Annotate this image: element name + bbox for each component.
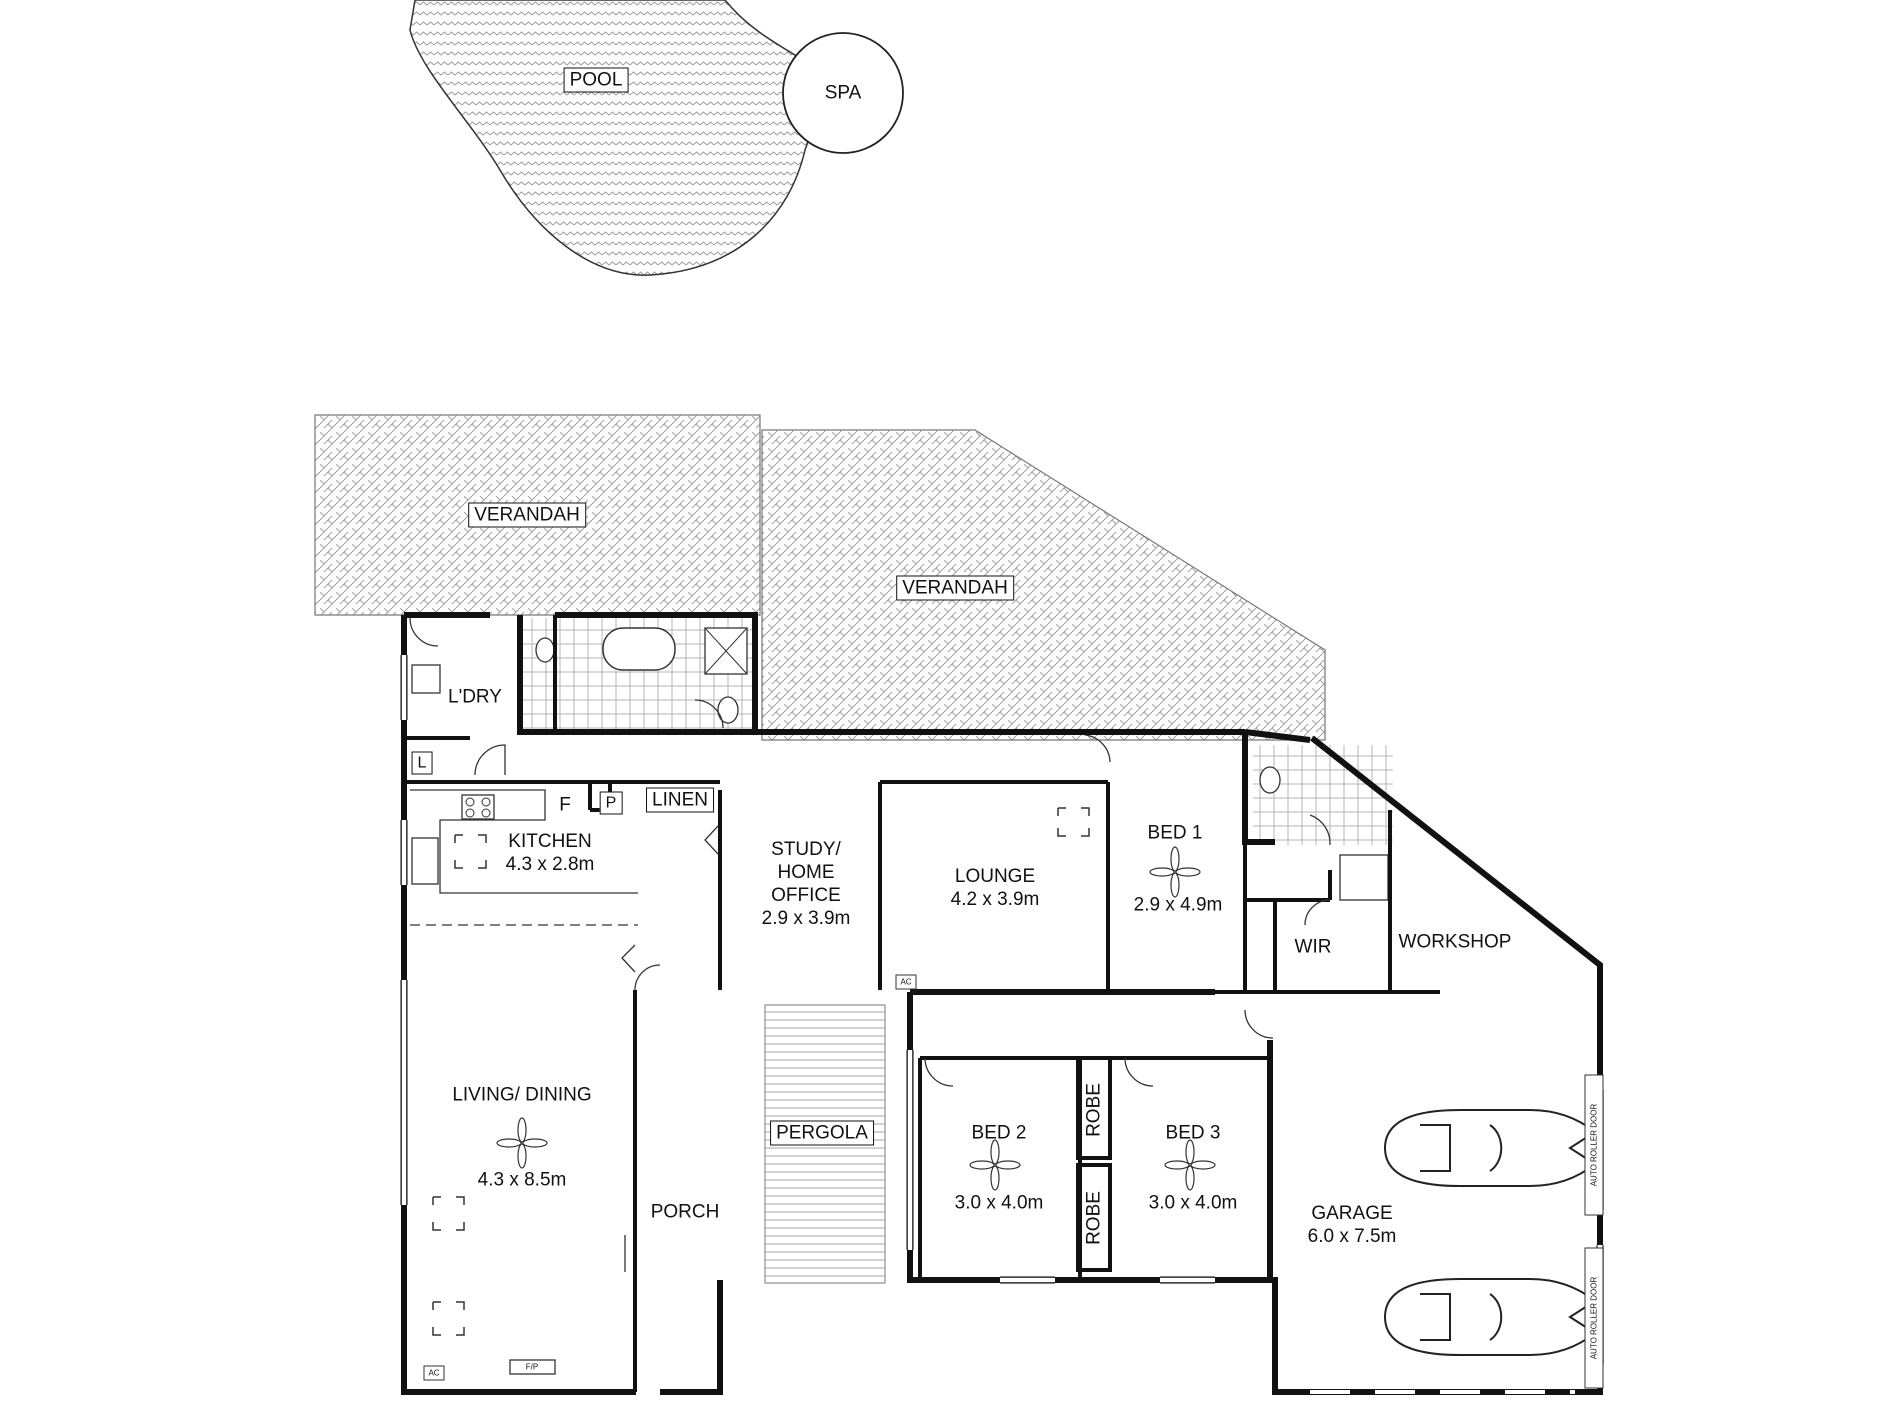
exterior-walls bbox=[401, 612, 1603, 1395]
spa-shape bbox=[782, 32, 904, 154]
ceiling-fans bbox=[496, 846, 1216, 1191]
kitchen-bench bbox=[410, 789, 638, 894]
pool-shape bbox=[409, 0, 814, 276]
interior-walls bbox=[404, 615, 1440, 1392]
kitchen-sink bbox=[411, 837, 439, 885]
door-swings bbox=[409, 617, 1331, 1272]
downlights bbox=[432, 807, 1090, 1336]
bathtub bbox=[602, 627, 676, 671]
car-2 bbox=[1383, 1278, 1597, 1356]
ensuite-shower bbox=[1339, 854, 1389, 901]
laundry-tub bbox=[411, 664, 441, 694]
pergola-area bbox=[764, 1004, 886, 1284]
toilet-3 bbox=[1259, 766, 1281, 794]
ensuite-tiles bbox=[1253, 745, 1393, 845]
toilet-2 bbox=[717, 696, 739, 724]
verandah-left-area bbox=[314, 414, 761, 616]
car-1 bbox=[1383, 1109, 1597, 1187]
toilet-1 bbox=[535, 637, 555, 663]
verandah-right-area bbox=[761, 429, 1326, 741]
